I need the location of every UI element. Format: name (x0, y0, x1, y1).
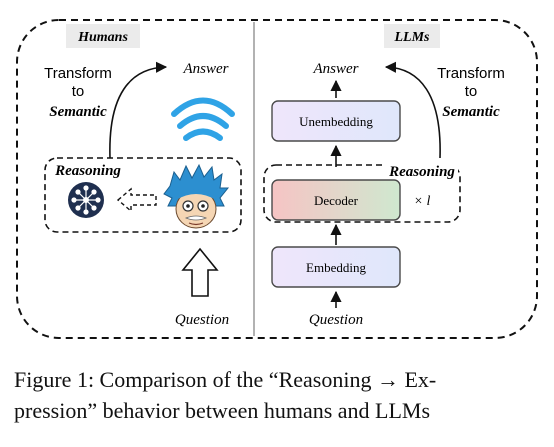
signal-waves-icon (171, 97, 235, 141)
neural-network-icon (68, 182, 104, 218)
humans-transform-line3: Semantic (49, 104, 107, 120)
llms-header: LLMs (394, 30, 431, 45)
humans-transform-arrow (109, 61, 168, 159)
decoder-label: Decoder (314, 193, 359, 208)
embedding-block (271, 246, 401, 288)
llms-header-box (384, 24, 440, 48)
llms-transform-arrow (384, 61, 441, 159)
caption-line-2: pression” behavior between humans and LL… (14, 398, 431, 423)
einstein-face-icon (163, 163, 230, 229)
humans-transform-line1: Transform (44, 65, 112, 82)
outer-frame (16, 19, 538, 339)
llms-panel: LLMs Answer Transform to Semantic Unembe… (263, 24, 505, 328)
humans-transform-line2: to (72, 83, 85, 100)
llms-reasoning-box (263, 164, 461, 223)
embedding-label: Embedding (306, 260, 366, 275)
hollow-up-arrow-icon (181, 247, 219, 297)
humans-answer-label: Answer (183, 61, 229, 77)
caption-line-1: Figure 1: Comparison of the “Reasoning →… (14, 367, 437, 392)
llms-answer-label: Answer (313, 61, 359, 77)
unembedding-block (271, 100, 401, 142)
dashed-hollow-left-arrow (116, 187, 157, 213)
figure-caption: Figure 1: Comparison of the “Reasoning →… (14, 364, 544, 426)
humans-header-box (66, 24, 140, 48)
llms-transform-line3: Semantic (442, 104, 500, 120)
decoder-block (271, 179, 401, 221)
humans-question-label: Question (175, 312, 229, 328)
llms-question-label: Question (309, 312, 363, 328)
humans-reasoning-box (44, 157, 242, 233)
comparison-diagram: Humans Answer Transform to Semantic Reas… (16, 19, 538, 339)
humans-panel: Humans Answer Transform to Semantic Reas… (44, 24, 242, 328)
humans-header: Humans (77, 30, 128, 45)
llms-transform-line2: to (465, 83, 478, 100)
llms-transform-line1: Transform (437, 65, 505, 82)
humans-reasoning-label: Reasoning (54, 163, 121, 179)
llms-reasoning-label: Reasoning (388, 164, 455, 180)
unembedding-label: Unembedding (299, 114, 373, 129)
decoder-repeat-label: × l (414, 194, 431, 209)
